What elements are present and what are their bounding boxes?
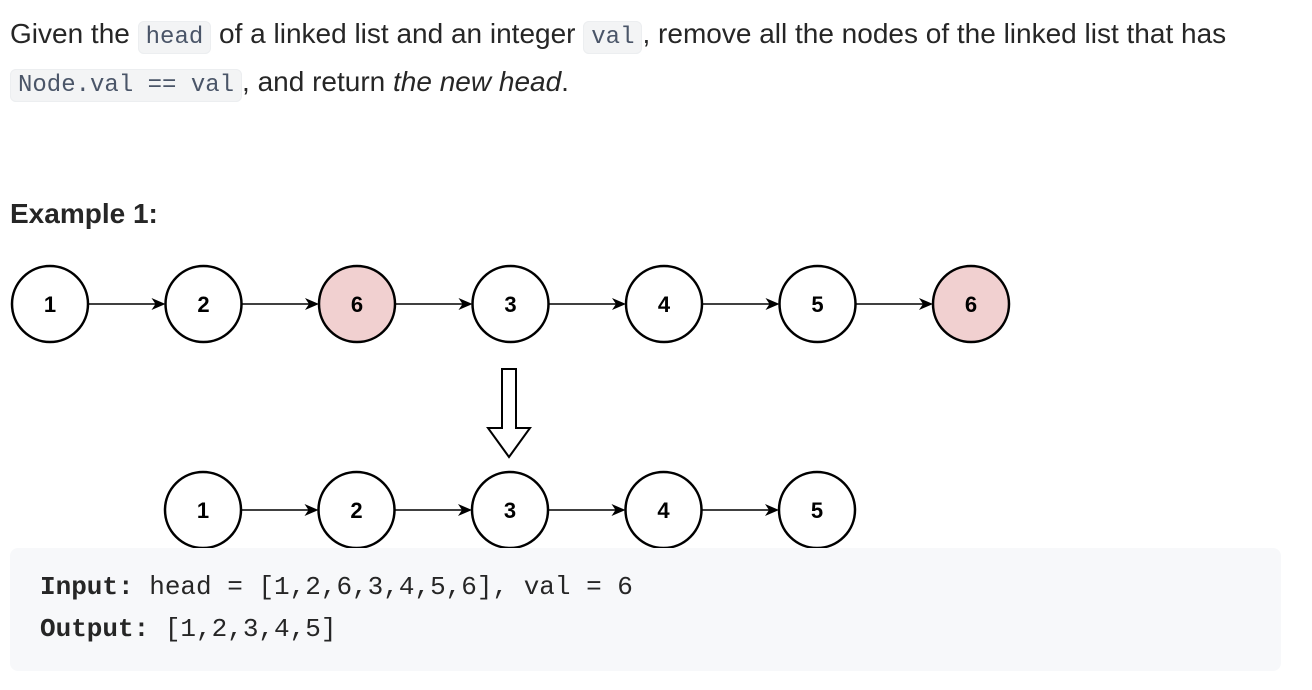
removed-node: 6 [317, 264, 397, 344]
node-value: 5 [811, 498, 823, 523]
node-value: 5 [811, 292, 823, 317]
node-circle [164, 264, 243, 344]
before-list: 1 2 6 3 4 5 6 [10, 264, 1011, 344]
node-value: 4 [657, 498, 670, 523]
arrow-head [458, 298, 473, 310]
code-condition: Node.val == val [10, 69, 243, 102]
node-value: 1 [44, 292, 56, 317]
statement-text: . [561, 66, 569, 97]
arrow-head [458, 504, 472, 516]
arrow [855, 298, 933, 310]
node-value: 2 [197, 292, 209, 317]
node-value: 6 [351, 292, 363, 317]
node-value: 3 [504, 498, 516, 523]
statement-text: , remove all the nodes of the linked lis… [642, 18, 1227, 49]
list-node: 4 [624, 264, 704, 344]
list-node: 5 [777, 470, 857, 550]
problem-statement: Given the head of a linked list and an i… [10, 12, 1300, 108]
arrow [701, 504, 779, 516]
input-label: Input: [40, 572, 134, 602]
code-val: val [583, 21, 643, 54]
node-circle [471, 264, 550, 344]
arrow-head [611, 504, 626, 516]
arrow [548, 504, 626, 516]
arrow [548, 298, 626, 310]
arrow [702, 298, 780, 310]
list-node: 4 [624, 470, 703, 550]
node-value: 2 [350, 498, 362, 523]
list-node: 1 [10, 264, 90, 344]
statement-text: of a linked list and an integer [211, 18, 584, 49]
arrow [88, 298, 166, 310]
list-node: 5 [778, 264, 857, 344]
arrow [241, 298, 319, 310]
arrow-head [612, 298, 626, 310]
arrow-head [765, 298, 780, 310]
arrow-head [305, 298, 319, 310]
node-value: 4 [658, 292, 671, 317]
removed-node: 6 [931, 264, 1011, 344]
node-value: 3 [504, 292, 516, 317]
statement-text: Given the [10, 18, 138, 49]
node-circle [931, 264, 1011, 344]
arrow [241, 504, 319, 516]
input-value: head = [1,2,6,3,4,5,6], val = 6 [133, 572, 633, 602]
node-circle [317, 264, 397, 344]
node-value: 6 [965, 292, 977, 317]
after-list: 1 2 3 4 5 [163, 470, 857, 550]
output-line: Output: [1,2,3,4,5] [40, 614, 336, 644]
example-io-box: Input: head = [1,2,6,3,4,5,6], val = 6 O… [10, 548, 1281, 671]
transform-down-arrow [486, 368, 532, 459]
node-circle [778, 264, 857, 344]
input-line: Input: head = [1,2,6,3,4,5,6], val = 6 [40, 572, 633, 602]
arrow [395, 298, 473, 310]
list-node: 2 [164, 264, 243, 344]
node-value: 1 [197, 498, 209, 523]
arrow-head [151, 298, 166, 310]
list-node: 3 [470, 470, 550, 550]
arrow [394, 504, 472, 516]
arrow-head [919, 298, 933, 310]
output-value: [1,2,3,4,5] [149, 614, 337, 644]
arrow-head [765, 504, 779, 516]
statement-text: , and return [242, 66, 394, 97]
linked-list-diagram: 1 2 6 3 4 5 6 1 2 3 4 5 [10, 264, 1011, 550]
list-node: 1 [163, 470, 243, 550]
code-head: head [137, 21, 212, 54]
list-node: 3 [471, 264, 550, 344]
node-circle [10, 264, 90, 344]
output-label: Output: [40, 614, 150, 644]
arrow-head [304, 504, 319, 516]
list-node: 2 [317, 470, 396, 550]
node-circle [624, 264, 704, 344]
statement-emphasis: the new head [393, 66, 562, 97]
example-heading: Example 1: [10, 198, 158, 229]
